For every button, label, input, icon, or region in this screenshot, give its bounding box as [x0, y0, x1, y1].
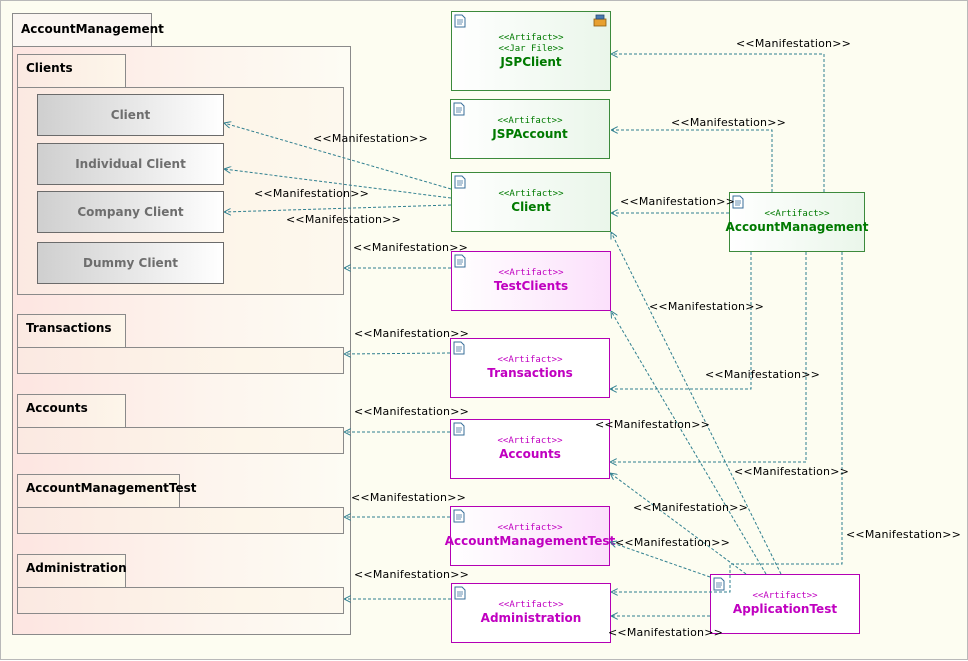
document-icon: [454, 14, 466, 28]
artifact-accountmanagement[interactable]: <<Artifact>> AccountManagement: [726, 192, 868, 252]
artifact-applicationtest-name: ApplicationTest: [732, 602, 838, 616]
class-client-name: Client: [110, 108, 151, 122]
package-clients-tab[interactable]: Clients: [17, 54, 126, 88]
class-individual-client-name: Individual Client: [75, 157, 186, 171]
link-transactions-to-package: [344, 353, 451, 354]
artifact-administration-name: Administration: [480, 611, 582, 625]
link-apptest-to-testclients: [611, 311, 767, 575]
artifact-administration-stereotype: <<Artifact>>: [498, 600, 564, 610]
document-icon: [454, 175, 466, 189]
package-transactions-body[interactable]: [17, 347, 344, 374]
artifact-transactions[interactable]: <<Artifact>> Transactions: [450, 338, 610, 398]
label-manifestation-12: <<Manifestation>>: [649, 300, 765, 313]
outer-package-tab[interactable]: AccountManagement: [12, 13, 164, 47]
class-company-client[interactable]: Company Client: [37, 191, 224, 233]
package-accountmanagementtest-name: AccountManagementTest: [26, 481, 197, 495]
artifact-applicationtest-stereotype: <<Artifact>>: [752, 591, 818, 601]
artifact-client[interactable]: <<Artifact>> Client: [451, 172, 611, 232]
label-manifestation-5: <<Manifestation>>: [354, 327, 470, 340]
document-icon: [453, 509, 465, 523]
artifact-applicationtest[interactable]: <<Artifact>> ApplicationTest: [710, 574, 860, 634]
link-am-to-jspaccount: [611, 130, 773, 192]
artifact-testclients[interactable]: <<Artifact>> TestClients: [451, 251, 611, 311]
label-manifestation-16: <<Manifestation>>: [633, 501, 749, 514]
artifact-accounts-stereotype: <<Artifact>>: [497, 436, 563, 446]
jar-file-icon: [593, 14, 607, 27]
label-manifestation-3: <<Manifestation>>: [286, 213, 402, 226]
class-company-client-name: Company Client: [77, 205, 184, 219]
label-manifestation-4: <<Manifestation>>: [353, 241, 469, 254]
document-icon: [453, 102, 465, 116]
artifact-accounts[interactable]: <<Artifact>> Accounts: [450, 419, 610, 479]
artifact-accountmanagementtest-stereotype: <<Artifact>>: [497, 523, 563, 533]
package-administration-tab[interactable]: Administration: [17, 554, 127, 588]
link-apptest-to-accounts: [610, 473, 747, 575]
artifact-jspclient[interactable]: <<Artifact>> <<Jar File>> JSPClient: [451, 11, 611, 91]
artifact-jspaccount-name: JSPAccount: [492, 127, 568, 141]
artifact-administration[interactable]: <<Artifact>> Administration: [451, 583, 611, 643]
link-apptest-to-client: [611, 232, 782, 575]
artifact-accountmanagement-stereotype: <<Artifact>>: [764, 209, 830, 219]
label-manifestation-17: <<Manifestation>>: [846, 528, 962, 541]
artifact-testclients-stereotype: <<Artifact>>: [498, 268, 564, 278]
label-manifestation-1: <<Manifestation>>: [313, 132, 429, 145]
label-manifestation-8: <<Manifestation>>: [354, 568, 470, 581]
package-clients-name: Clients: [26, 61, 73, 75]
label-manifestation-14: <<Manifestation>>: [595, 418, 711, 431]
document-icon: [454, 586, 466, 600]
artifact-jspaccount-stereotype: <<Artifact>>: [497, 116, 563, 126]
class-dummy-client[interactable]: Dummy Client: [37, 242, 224, 284]
package-accountmanagementtest-body[interactable]: [17, 507, 344, 534]
package-administration-name: Administration: [26, 561, 127, 575]
label-manifestation-18: <<Manifestation>>: [615, 536, 731, 549]
document-icon: [713, 577, 725, 591]
artifact-client-name: Client: [511, 200, 551, 214]
package-accounts-name: Accounts: [26, 401, 88, 415]
document-icon: [453, 341, 465, 355]
artifact-transactions-stereotype: <<Artifact>>: [497, 355, 563, 365]
class-client[interactable]: Client: [37, 94, 224, 136]
artifact-jspclient-stereotype: <<Artifact>>: [498, 32, 564, 43]
artifact-jspclient-name: JSPClient: [500, 54, 562, 69]
package-transactions-name: Transactions: [26, 321, 112, 335]
artifact-testclients-name: TestClients: [493, 279, 569, 293]
artifact-accountmanagementtest-name: AccountManagementTest: [444, 534, 616, 548]
package-administration-body[interactable]: [17, 587, 344, 614]
artifact-accounts-name: Accounts: [499, 447, 561, 461]
package-accounts-tab[interactable]: Accounts: [17, 394, 126, 428]
label-manifestation-11: <<Manifestation>>: [620, 195, 736, 208]
document-icon: [454, 254, 466, 268]
artifact-client-stereotype: <<Artifact>>: [498, 189, 564, 199]
label-manifestation-19: <<Manifestation>>: [608, 626, 724, 639]
artifact-accountmanagementtest[interactable]: <<Artifact>> AccountManagementTest: [445, 506, 615, 566]
label-manifestation-13: <<Manifestation>>: [705, 368, 821, 381]
label-manifestation-9: <<Manifestation>>: [736, 37, 852, 50]
package-transactions-tab[interactable]: Transactions: [17, 314, 126, 348]
label-manifestation-6: <<Manifestation>>: [354, 405, 470, 418]
label-manifestation-10: <<Manifestation>>: [671, 116, 787, 129]
label-manifestation-7: <<Manifestation>>: [351, 491, 467, 504]
document-icon: [732, 195, 744, 209]
package-accounts-body[interactable]: [17, 427, 344, 454]
artifact-accountmanagement-name: AccountManagement: [725, 220, 869, 234]
label-manifestation-2: <<Manifestation>>: [254, 187, 370, 200]
artifact-jspaccount[interactable]: <<Artifact>> JSPAccount: [450, 99, 610, 159]
class-dummy-client-name: Dummy Client: [83, 256, 178, 270]
artifact-jspclient-stereotype-jar: <<Jar File>>: [498, 43, 564, 54]
document-icon: [453, 422, 465, 436]
outer-package-name: AccountManagement: [21, 22, 164, 36]
label-manifestation-15: <<Manifestation>>: [734, 465, 850, 478]
package-accountmanagementtest-tab[interactable]: AccountManagementTest: [17, 474, 197, 508]
artifact-transactions-name: Transactions: [487, 366, 573, 380]
class-individual-client[interactable]: Individual Client: [37, 143, 224, 185]
